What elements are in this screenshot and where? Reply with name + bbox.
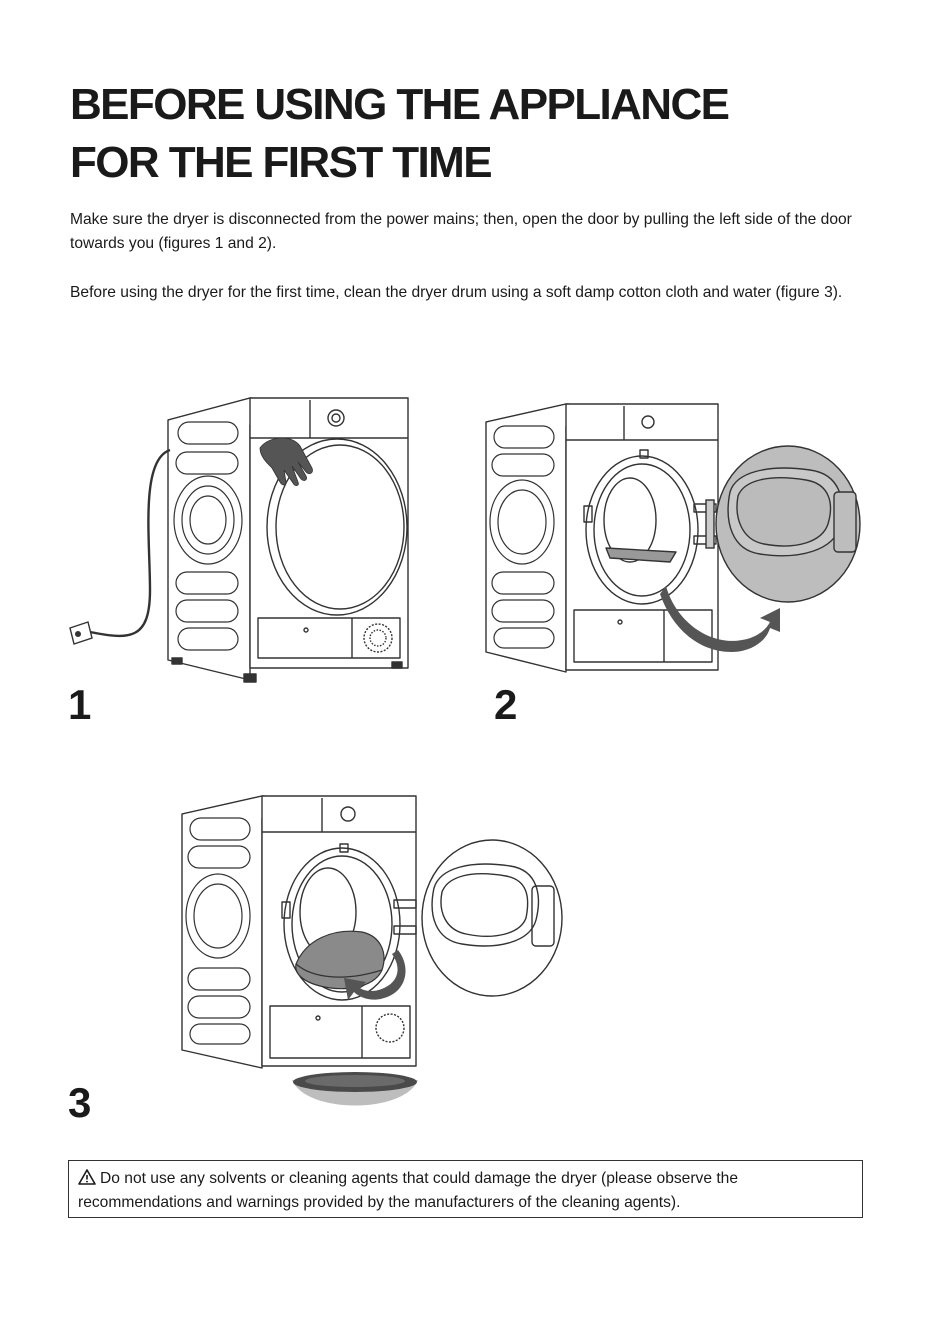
open-door <box>705 445 861 603</box>
title-line-1: BEFORE USING THE APPLIANCE <box>70 80 730 129</box>
figure-1-number: 1 <box>68 681 92 728</box>
warning-text: Do not use any solvents or cleaning agen… <box>78 1170 739 1211</box>
figure-1-illustration <box>69 397 409 683</box>
cleaning-paragraph: Before using the dryer for the first tim… <box>70 284 843 301</box>
hand-icon <box>259 437 313 486</box>
water-bowl-icon <box>292 1072 418 1106</box>
warning-triangle-icon <box>78 1169 96 1185</box>
figure-3-number: 3 <box>68 1079 92 1126</box>
intro-paragraph: Make sure the dryer is disconnected from… <box>70 211 852 252</box>
title-line-2: FOR THE FIRST TIME <box>70 138 493 187</box>
cloth-icon <box>295 930 385 990</box>
figure-2-number: 2 <box>494 681 518 728</box>
figure-3-illustration <box>181 795 563 1106</box>
figure-2-illustration <box>485 403 861 673</box>
warning-box: Do not use any solvents or cleaning agen… <box>68 1160 863 1218</box>
wipe-arrow-icon <box>344 950 406 1000</box>
open-arrow-icon <box>660 586 780 652</box>
power-plug-icon <box>69 621 93 645</box>
page-title: BEFORE USING THE APPLIANCE FOR THE FIRST… <box>70 76 730 192</box>
